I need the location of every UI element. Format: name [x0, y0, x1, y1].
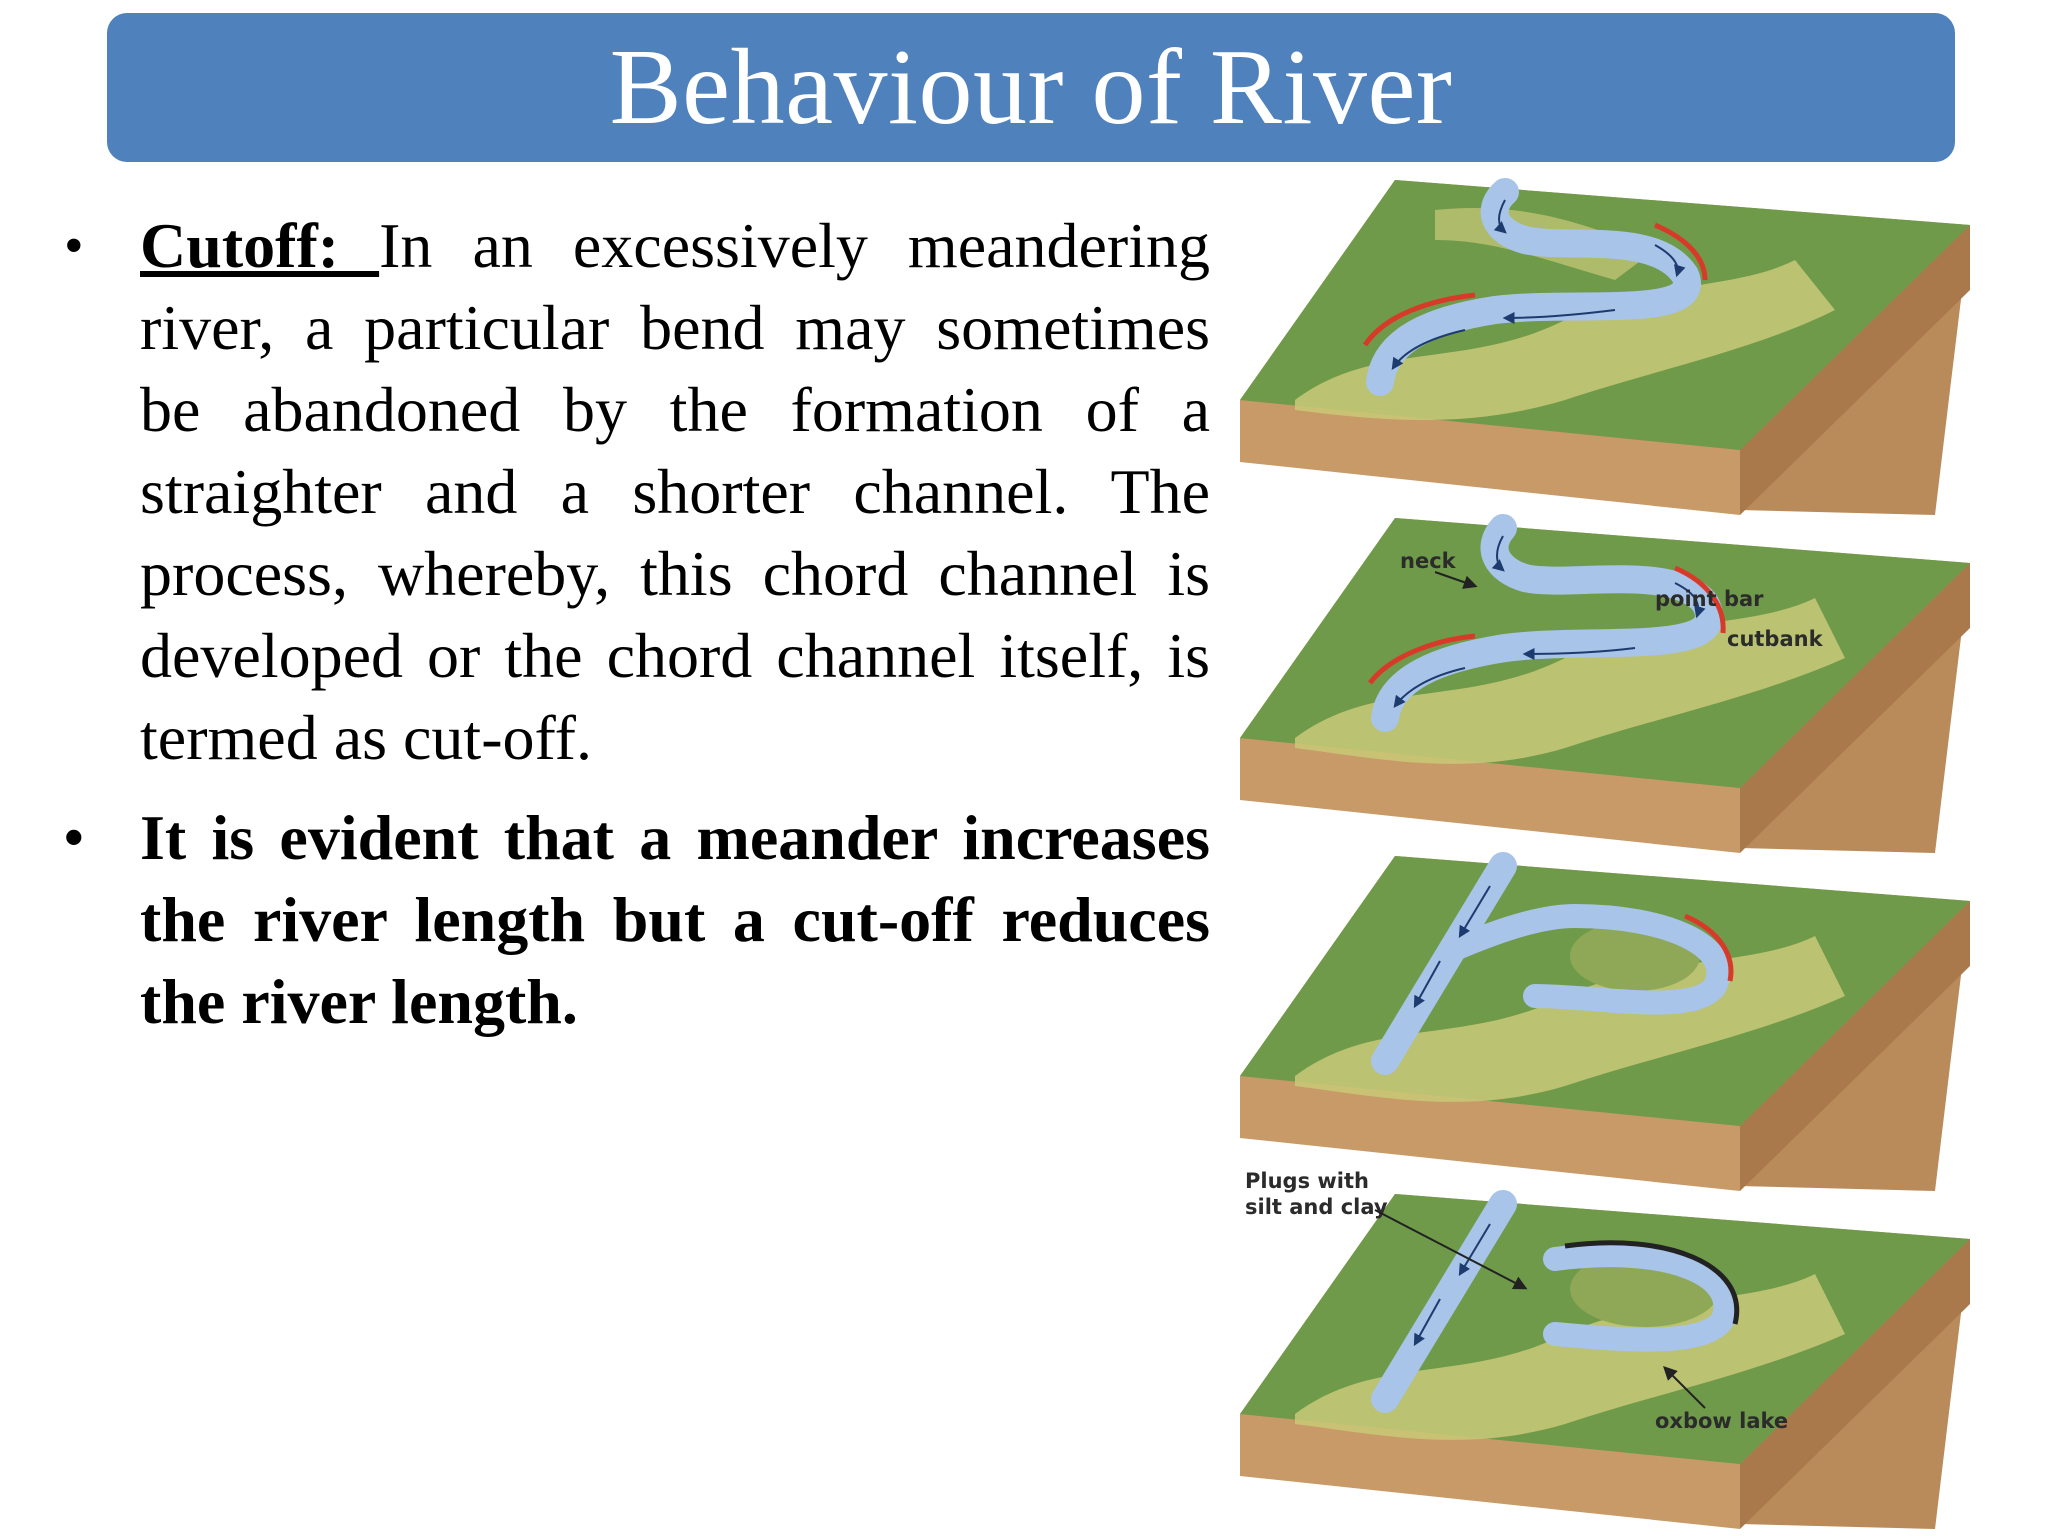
- label-cutbank: cutbank: [1727, 627, 1824, 651]
- bullet-marker: •: [64, 807, 84, 869]
- slide-title: Behaviour of River: [609, 27, 1453, 147]
- cutoff-term: Cutoff:: [140, 210, 380, 281]
- bullet-cutoff: • Cutoff: In an excessively meandering r…: [60, 205, 1210, 779]
- label-point-bar: point bar: [1655, 587, 1764, 611]
- label-neck: neck: [1400, 549, 1457, 573]
- bullet-river-length: • It is evident that a meander increases…: [60, 797, 1210, 1043]
- block-3: [1240, 852, 1970, 1191]
- cutoff-definition: In an excessively meandering river, a pa…: [140, 210, 1210, 773]
- block-4: [1240, 1190, 1970, 1529]
- bullet-marker: •: [64, 215, 84, 277]
- meander-cutoff-diagram: neck point bar cutbank: [1235, 170, 1995, 1536]
- block-1: [1240, 178, 1970, 515]
- block-2: neck point bar cutbank: [1240, 514, 1970, 853]
- label-oxbow-lake: oxbow lake: [1655, 1409, 1788, 1433]
- label-plugs-line2: silt and clay: [1245, 1195, 1388, 1219]
- slide-body: • Cutoff: In an excessively meandering r…: [60, 205, 1210, 1061]
- label-plugs-line1: Plugs with: [1245, 1169, 1369, 1193]
- river-length-statement: It is evident that a meander increases t…: [140, 802, 1210, 1037]
- title-banner: Behaviour of River: [107, 13, 1955, 162]
